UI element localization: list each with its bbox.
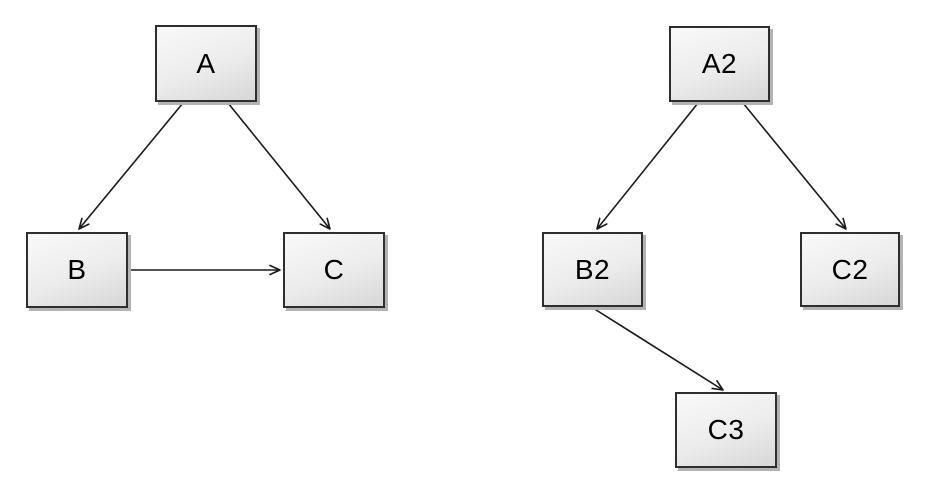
node-label-A: A (196, 47, 216, 79)
node-label-B: B (67, 254, 87, 285)
node-label-C2: C2 (831, 253, 869, 285)
node-A2[interactable]: A2 (669, 26, 770, 102)
edge-A2-to-C2 (742, 102, 847, 230)
node-C2[interactable]: C2 (800, 232, 900, 307)
edge-A-to-B (78, 102, 184, 230)
node-C3[interactable]: C3 (675, 392, 777, 468)
node-label-A2: A2 (701, 48, 738, 79)
node-B[interactable]: B (26, 232, 128, 308)
node-label-C: C (323, 254, 345, 285)
edge-B2-to-C3 (592, 307, 724, 391)
node-label-C3: C3 (707, 414, 745, 445)
node-A[interactable]: A (155, 25, 257, 102)
edge-A-to-C (227, 102, 331, 230)
node-B2[interactable]: B2 (542, 232, 643, 307)
edge-A2-to-B2 (596, 102, 699, 230)
node-label-B2: B2 (574, 253, 611, 285)
node-C[interactable]: C (283, 232, 385, 308)
